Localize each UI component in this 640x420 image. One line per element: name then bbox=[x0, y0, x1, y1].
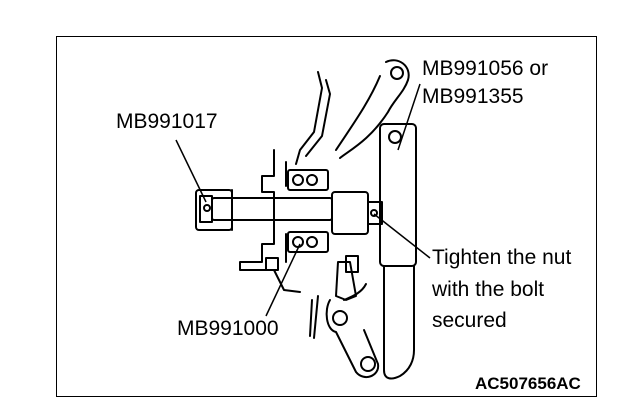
knuckle-arm bbox=[339, 59, 410, 159]
label-mb991355: MB991355 bbox=[422, 85, 524, 108]
instruction-line-1: Tighten the nut bbox=[432, 246, 572, 269]
upper-bearing bbox=[287, 169, 329, 191]
instruction-line-3: secured bbox=[432, 309, 507, 332]
leader-mb991017 bbox=[175, 139, 207, 203]
leader-tighten bbox=[373, 213, 431, 259]
instruction-line-2: with the bolt bbox=[432, 278, 545, 301]
label-mb991056: MB991056 or bbox=[422, 57, 549, 80]
lower-bearing bbox=[287, 231, 329, 253]
leader-mb991000 bbox=[265, 243, 301, 317]
nut-block bbox=[331, 191, 369, 235]
figure-code: AC507656AC bbox=[475, 374, 581, 393]
support-arm bbox=[379, 123, 417, 267]
figure-frame bbox=[56, 36, 597, 397]
shaft-tool bbox=[211, 197, 333, 221]
label-mb991017: MB991017 bbox=[116, 110, 218, 133]
label-mb991000: MB991000 bbox=[177, 317, 279, 340]
upper-bracket bbox=[295, 71, 323, 165]
leader-mb991056 bbox=[397, 83, 421, 151]
